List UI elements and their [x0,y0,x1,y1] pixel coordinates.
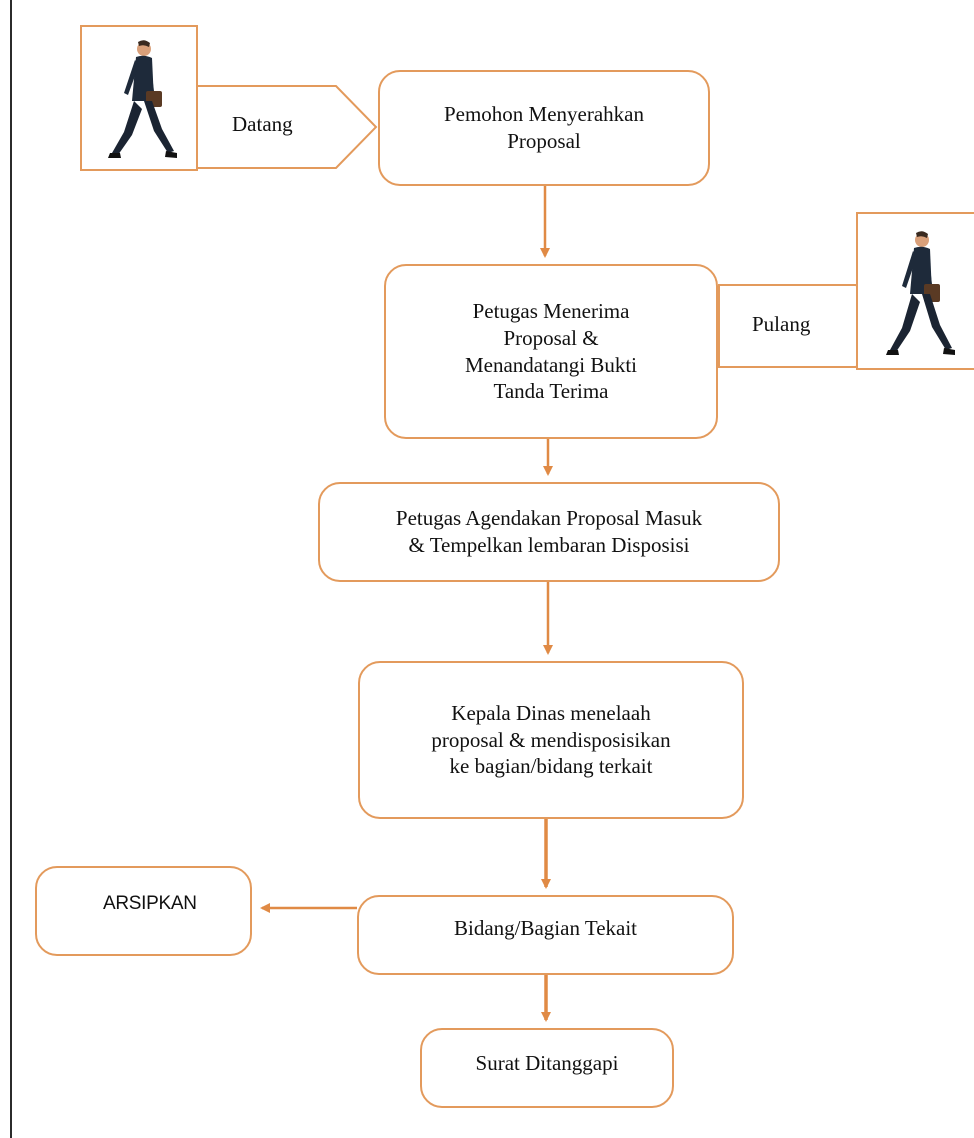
node-kepala-dinas: Kepala Dinas menelaah proposal & mendisp… [358,661,744,819]
datang-arrow-shape [198,85,378,169]
node-bidang-text: Bidang/Bagian Tekait [453,916,638,940]
pulang-label: Pulang [752,312,811,336]
node-pemohon-text: Pemohon Menyerahkan Proposal [443,102,645,153]
left-margin-rule [10,0,12,1138]
node-petugas-agendakan-text: Petugas Agendakan Proposal Masuk & Tempe… [395,506,703,557]
datang-label: Datang [232,112,293,136]
node-pemohon-menyerahkan-proposal: Pemohon Menyerahkan Proposal [378,70,710,186]
walking-businessman-icon [108,40,177,158]
node-petugas-agendakan-proposal: Petugas Agendakan Proposal Masuk & Tempe… [318,482,780,582]
arrival-person-frame [80,25,198,171]
node-kepala-dinas-text: Kepala Dinas menelaah proposal & mendisp… [431,700,671,779]
departure-person-frame [856,212,974,370]
node-petugas-menerima-text: Petugas Menerima Proposal & Menandatangi… [464,298,638,404]
walking-businessman-icon [886,231,955,355]
node-arsipkan: ARSIPKAN [35,866,252,956]
node-surat-text: Surat Ditanggapi [475,1051,619,1075]
node-petugas-menerima-proposal: Petugas Menerima Proposal & Menandatangi… [384,264,718,439]
node-surat-ditanggapi: Surat Ditanggapi [420,1028,674,1108]
node-bidang-bagian-terkait: Bidang/Bagian Tekait [357,895,734,975]
node-arsipkan-text: ARSIPKAN [103,893,197,914]
